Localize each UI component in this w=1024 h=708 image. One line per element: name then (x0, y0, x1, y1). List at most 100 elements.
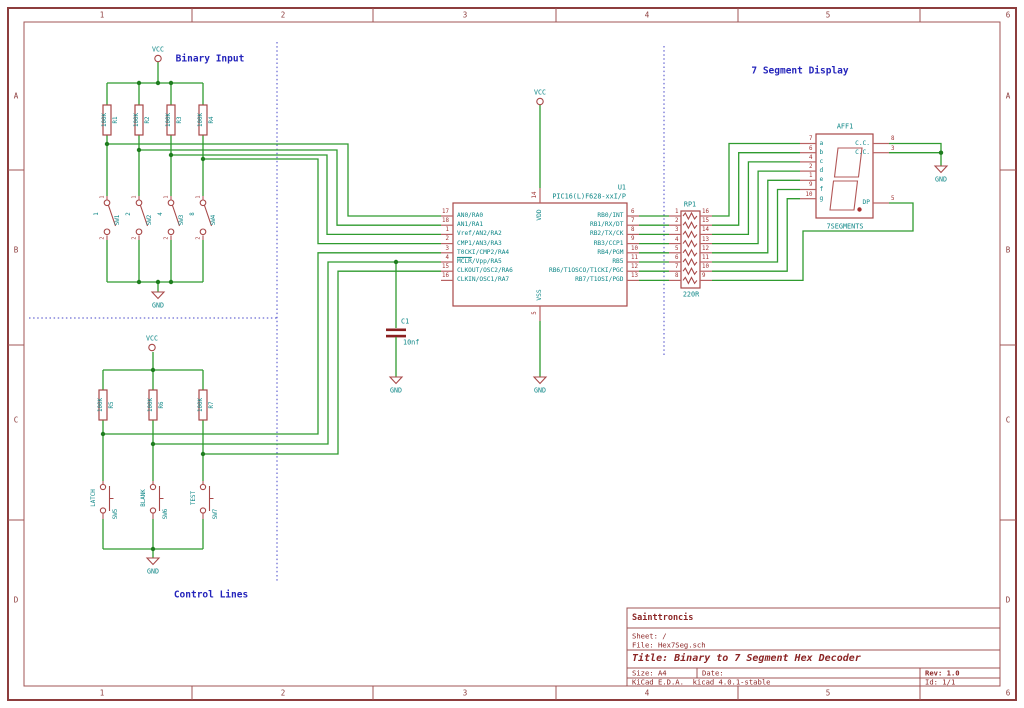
gnd-label: GND (147, 567, 159, 576)
resistor-ref: R2 (144, 116, 151, 124)
pin-name: RB0/INT (597, 211, 624, 219)
sheet-outer-border (7, 7, 1017, 701)
switch-terminal (199, 199, 207, 207)
pin-number: 6 (809, 145, 813, 152)
rp1-resistor-element (682, 221, 698, 230)
wire (107, 143, 441, 217)
resistor-body (198, 389, 208, 421)
junction-dot (136, 279, 142, 285)
pin-name: Vref/AN2/RA2 (457, 230, 502, 238)
gnd-symbol (150, 291, 166, 300)
column-label: 6 (1005, 10, 1011, 20)
resistor-value: 100K (198, 113, 205, 127)
column-label: 5 (825, 10, 831, 20)
switch-lever (171, 205, 181, 227)
pin-number: 1 (809, 173, 813, 180)
row-label: C (13, 415, 19, 425)
switch-lever (107, 205, 117, 227)
pin-number: 1 (445, 227, 450, 234)
pin-number: 10 (631, 245, 638, 252)
button-actuator (158, 486, 164, 511)
pin-number: 6 (631, 208, 635, 215)
pin-number: 16 (442, 273, 449, 280)
resistor-value: 100K (166, 113, 173, 127)
pin-name: VDD (535, 209, 543, 221)
button-terminal (149, 507, 157, 514)
row-label: A (13, 91, 19, 101)
pin-number: 2 (445, 236, 450, 243)
pin-name: RB7/T1OSI/PGD (575, 276, 624, 284)
resistor-pack-reference: RP1 (683, 200, 697, 209)
junction-dot (200, 451, 206, 457)
pin-number: 5 (891, 195, 895, 202)
column-label: 3 (462, 688, 468, 698)
title-block-company: Sainttroncis (632, 612, 694, 623)
capacitor-value: 10nf (403, 338, 420, 347)
pin-number: 2 (809, 163, 813, 170)
title-block-date: Date: (702, 668, 724, 678)
junction-dot (155, 80, 161, 86)
display-decimal-point (857, 207, 862, 212)
pin-number: 1 (162, 194, 169, 199)
wire (712, 188, 800, 263)
column-label: 5 (825, 688, 831, 698)
junction-dot (200, 156, 206, 162)
pin-number: 7 (631, 218, 635, 225)
display-reference: AFF1 (836, 122, 854, 131)
title-block-grid (627, 627, 1000, 686)
wire (712, 170, 800, 245)
resistor-body (198, 104, 208, 136)
button-terminal (199, 507, 207, 514)
junction-dot (150, 441, 156, 447)
row-label: B (13, 245, 19, 255)
pin-name: RB1/RX/DT (589, 221, 624, 229)
button-actuator (108, 486, 114, 511)
pin-number: 2 (194, 235, 201, 240)
switch-ref: SW5 (112, 508, 119, 520)
switch-value: TEST (191, 491, 198, 505)
junction-dot (168, 80, 174, 86)
switch-ref: SW4 (210, 214, 217, 226)
pin-number: 9 (702, 273, 706, 280)
pin-number: 8 (631, 227, 635, 234)
resistor-ref: R1 (112, 116, 119, 124)
gnd-label: GND (935, 175, 947, 184)
pin-number: 1 (675, 209, 679, 216)
wire (712, 142, 800, 217)
seven-segment-label: 7 Segment Display (751, 65, 849, 77)
pin-number: 18 (442, 218, 449, 225)
pin-number: 12 (702, 245, 709, 252)
row-label: B (1005, 245, 1011, 255)
row-label: C (1005, 415, 1011, 425)
resistor-ref: R4 (208, 116, 215, 124)
title-block-border (626, 607, 1001, 687)
display-digit-top (833, 147, 863, 178)
gnd-symbol (532, 376, 548, 385)
switch-value: 2 (126, 212, 133, 216)
pin-number: 8 (891, 136, 895, 143)
pin-name: b (819, 148, 824, 156)
switch-lever (139, 205, 149, 227)
wire (139, 149, 441, 226)
rp1-resistor-element (682, 248, 698, 257)
resistor-body (134, 104, 144, 136)
pin-number: 11 (631, 254, 638, 261)
pin-name: CLKIN/OSC1/RA7 (457, 276, 510, 284)
vcc-label: VCC (146, 334, 158, 343)
button-terminal (99, 483, 107, 491)
resistor-pack-value: 220R (682, 290, 700, 299)
junction-dot (393, 259, 399, 265)
vcc-symbol (154, 54, 162, 63)
junction-dot (150, 546, 156, 552)
switch-ref: SW2 (146, 214, 153, 226)
pin-name: T0CKI/CMP2/RA4 (457, 248, 510, 256)
pin-name: d (819, 166, 824, 174)
column-label: 4 (644, 688, 650, 698)
switch-lever (203, 205, 213, 227)
pin-number: 1 (98, 194, 105, 199)
wire (712, 152, 800, 226)
gnd-label: GND (534, 386, 546, 395)
pin-number: 15 (442, 264, 449, 271)
pin-number: 4 (809, 154, 813, 161)
